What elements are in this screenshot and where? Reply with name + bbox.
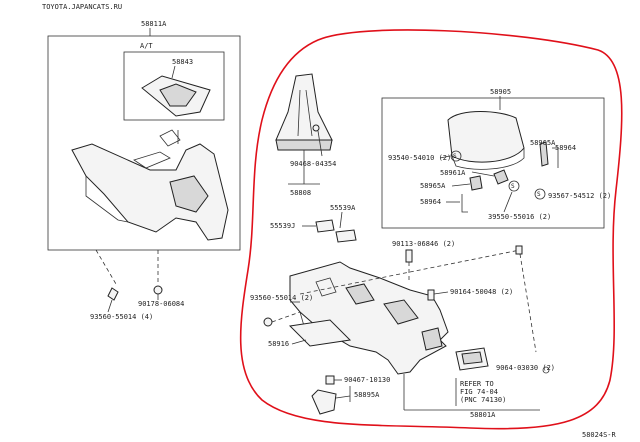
label-93560-55014: 93560-55014 (4) [90, 313, 153, 321]
label-58965a-left: 58965A [420, 182, 446, 190]
console-mat [288, 319, 352, 347]
label-58916: 58916 [268, 340, 289, 348]
boot-clip [312, 124, 320, 132]
label-9064-03030: 9064-03030 (2) [496, 364, 555, 372]
hinge-c [539, 141, 549, 167]
at-inner-frame [123, 51, 225, 121]
clip-right-top [515, 245, 523, 255]
hinge-a [493, 169, 509, 185]
cup-holder-inner [461, 351, 483, 365]
label-58895a: 58895A [354, 391, 380, 399]
bolt-top [405, 249, 413, 263]
label-55539j: 55539J [270, 222, 295, 230]
console-slot-a [345, 283, 375, 305]
armrest-lid [447, 111, 525, 163]
label-39550-55016: 39550-55016 (2) [488, 213, 551, 221]
bracket-piece-b [335, 229, 357, 243]
console-body [289, 261, 449, 375]
footer-code: 58024S-R [582, 431, 617, 439]
screw-s-b: S [537, 191, 541, 198]
label-55539a: 55539A [330, 204, 356, 212]
screw-d [427, 289, 435, 301]
bracket-low [311, 389, 337, 415]
refer-line-1: REFER TO [460, 380, 494, 388]
label-93560-55014-right: 93560-55014 (2) [250, 294, 313, 302]
clip-low [325, 375, 335, 385]
screw-s-a: S [453, 153, 457, 160]
shift-boot [275, 73, 333, 141]
label-93567-54512: 93567-54512 (2) [548, 192, 611, 200]
rod-left [461, 194, 468, 213]
label-90467-10130: 90467-10130 [344, 376, 390, 384]
label-58964-left: 58964 [420, 198, 441, 206]
right-group: 90468-04354 58808 55539A 55539J 58905 S … [250, 73, 611, 419]
label-58808: 58808 [290, 189, 311, 197]
highlight-outline [239, 29, 623, 430]
lower-console-opening [169, 175, 209, 213]
label-58965a-right: 58965A [530, 139, 556, 147]
hinge-b [469, 175, 483, 191]
label-58801a: 58801A [470, 411, 496, 419]
screw-s-c: S [511, 183, 515, 190]
screw-e [263, 317, 273, 327]
label-90113-06846: 90113-06846 (2) [392, 240, 455, 248]
label-58811a: 58811A [141, 20, 167, 28]
shift-boot-base [275, 139, 333, 151]
label-58905: 58905 [490, 88, 511, 96]
label-90164-50048: 90164-50048 (2) [450, 288, 513, 296]
shift-cover-opening [159, 83, 197, 107]
label-58964-right: 58964 [555, 144, 576, 152]
left-group-frame [47, 35, 241, 251]
armrest-frame [381, 97, 605, 229]
label-at: A/T [140, 42, 153, 50]
lower-console-body [71, 143, 229, 241]
bolt-left [107, 287, 119, 301]
nut-left [153, 285, 163, 295]
label-58843: 58843 [172, 58, 193, 66]
refer-line-2: FIG 74-04 [460, 388, 498, 396]
console-slot-b [383, 299, 419, 325]
screw-symbol-a [450, 150, 462, 162]
label-90178-06084: 90178-06084 [138, 300, 184, 308]
bracket-piece-a [315, 219, 335, 233]
label-93540-54010: 93540-54010 (2) [388, 154, 451, 162]
refer-line-3: (PNC 74130) [460, 396, 506, 404]
rod-right [552, 147, 559, 168]
screw-symbol-c [508, 180, 520, 192]
screw-symbol-b [534, 188, 546, 200]
label-90468-04354: 90468-04354 [290, 160, 336, 168]
label-58961a: 58961A [440, 169, 466, 177]
screw-symbol-d [542, 366, 550, 374]
site-watermark: TOYOTA.JAPANCATS.RU [42, 3, 122, 11]
console-opening [421, 327, 443, 351]
left-group: 58811A A/T 58843 93560-55014 (4) 90178-0… [47, 20, 241, 321]
